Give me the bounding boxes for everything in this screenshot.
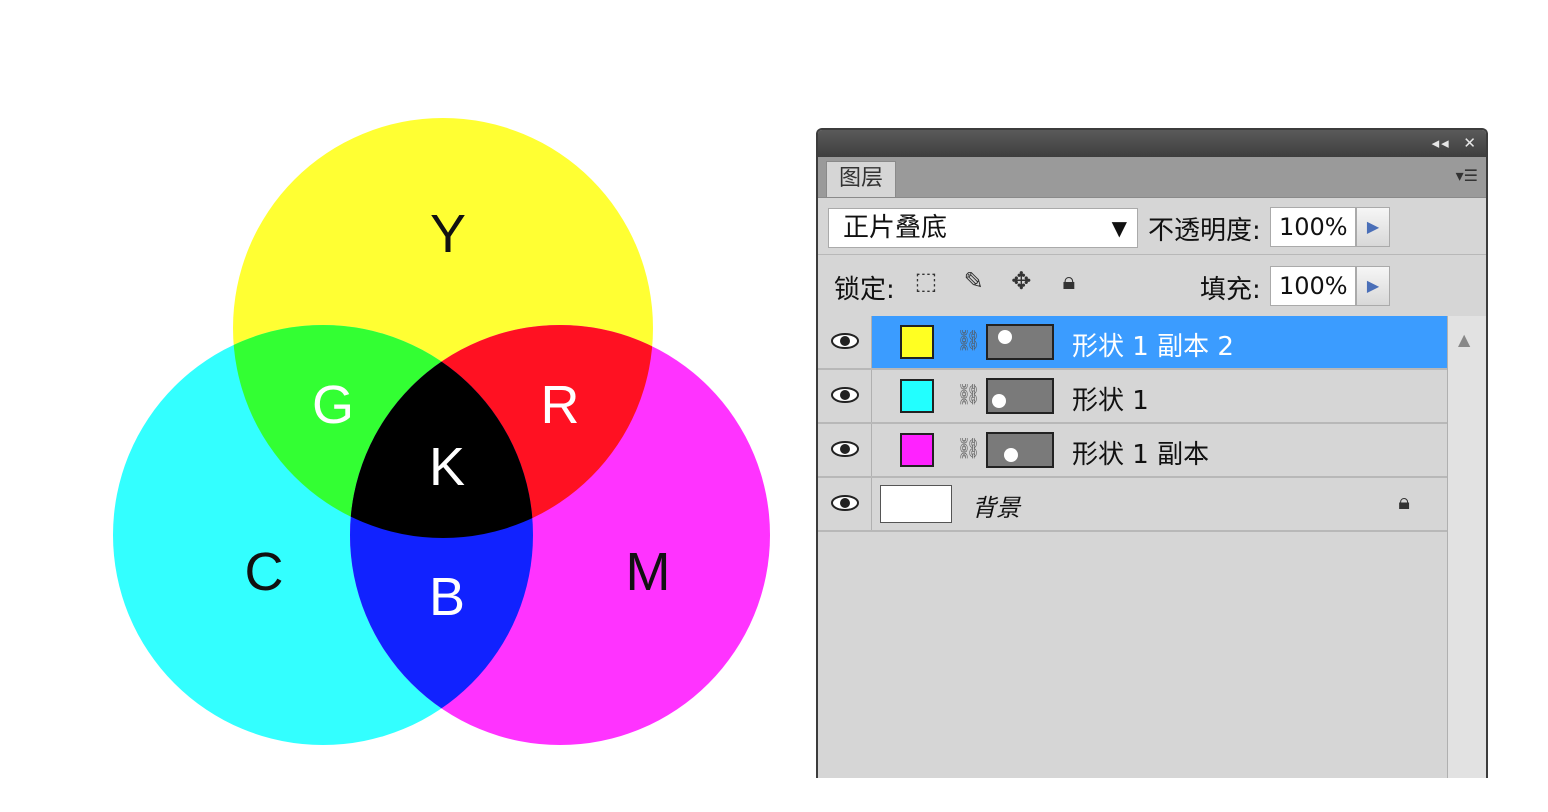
label-c: C — [245, 542, 284, 602]
layer-row[interactable]: ⛓ 形状 1 — [818, 370, 1450, 424]
blend-mode-value: 正片叠底 — [843, 213, 948, 243]
close-icon[interactable]: ✕ — [1463, 134, 1478, 152]
eye-icon[interactable] — [818, 424, 872, 476]
panel-menu-icon[interactable]: ▾☰ — [1455, 166, 1478, 185]
fill-label: 填充: — [1200, 275, 1261, 305]
vector-mask-thumbnail — [986, 432, 1054, 468]
opacity-input[interactable]: 100% — [1270, 207, 1356, 247]
panel-titlebar[interactable]: ◂◂ ✕ — [818, 130, 1486, 157]
label-b: B — [429, 567, 465, 627]
layer-row[interactable]: ⛓ 形状 1 副本 2 — [818, 316, 1450, 370]
layer-color-swatch — [900, 433, 934, 467]
lock-row: 锁定: ⬚ ✎ ✥ 🔒︎ 填充: 100% ▶ — [818, 255, 1486, 318]
lock-transparent-icon[interactable]: ⬚ — [914, 267, 938, 295]
layer-color-swatch — [900, 325, 934, 359]
cmyk-venn-diagram: Y G R K C B M — [113, 118, 770, 745]
vector-mask-thumbnail — [986, 324, 1054, 360]
lock-icon: 🔒︎ — [1398, 490, 1410, 515]
label-m: M — [626, 542, 671, 602]
lock-label: 锁定: — [834, 275, 895, 305]
background-layer-row[interactable]: 背景 🔒︎ — [818, 478, 1450, 532]
layers-panel: ◂◂ ✕ 图层 ▾☰ 正片叠底 ▼ 不透明度: 100% ▶ 锁定: ⬚ ✎ ✥… — [816, 128, 1488, 778]
lock-icon[interactable]: 🔒︎ — [1062, 267, 1076, 295]
fill-arrow-icon[interactable]: ▶ — [1356, 266, 1390, 306]
scroll-up-icon[interactable]: ▲ — [1458, 330, 1471, 349]
opacity-label: 不透明度: — [1148, 216, 1261, 246]
link-icon: ⛓ — [956, 328, 982, 352]
eye-icon[interactable] — [818, 370, 872, 422]
eye-icon[interactable] — [818, 316, 872, 368]
panel-tab-row: 图层 ▾☰ — [818, 157, 1486, 198]
layer-row[interactable]: ⛓ 形状 1 副本 — [818, 424, 1450, 478]
tab-layers[interactable]: 图层 — [826, 161, 896, 197]
background-thumbnail — [880, 485, 952, 523]
fill-input[interactable]: 100% — [1270, 266, 1356, 306]
opacity-arrow-icon[interactable]: ▶ — [1356, 207, 1390, 247]
move-icon[interactable]: ✥ — [1011, 267, 1032, 295]
collapse-icon[interactable]: ◂◂ — [1431, 134, 1451, 152]
background-layer-name: 背景 — [972, 494, 1020, 522]
eye-icon[interactable] — [818, 478, 872, 530]
layer-color-swatch — [900, 379, 934, 413]
label-r: R — [541, 375, 580, 435]
label-g: G — [312, 375, 354, 435]
link-icon: ⛓ — [956, 382, 982, 406]
layers-scrollbar[interactable]: ▲ — [1447, 316, 1486, 778]
link-icon: ⛓ — [956, 436, 982, 460]
layer-list: ⛓ 形状 1 副本 2 ⛓ 形状 1 ⛓ 形状 1 副本 — [818, 316, 1450, 532]
layer-name: 形状 1 副本 — [1072, 440, 1210, 470]
brush-icon[interactable]: ✎ — [963, 267, 984, 295]
blend-row: 正片叠底 ▼ 不透明度: 100% ▶ — [818, 198, 1486, 255]
layer-name: 形状 1 副本 2 — [1072, 332, 1234, 362]
label-y: Y — [430, 204, 466, 264]
vector-mask-thumbnail — [986, 378, 1054, 414]
dropdown-caret-icon[interactable]: ▼ — [1111, 216, 1127, 240]
blend-mode-select[interactable]: 正片叠底 ▼ — [828, 208, 1138, 248]
label-k: K — [429, 437, 465, 497]
layer-name: 形状 1 — [1072, 386, 1149, 416]
